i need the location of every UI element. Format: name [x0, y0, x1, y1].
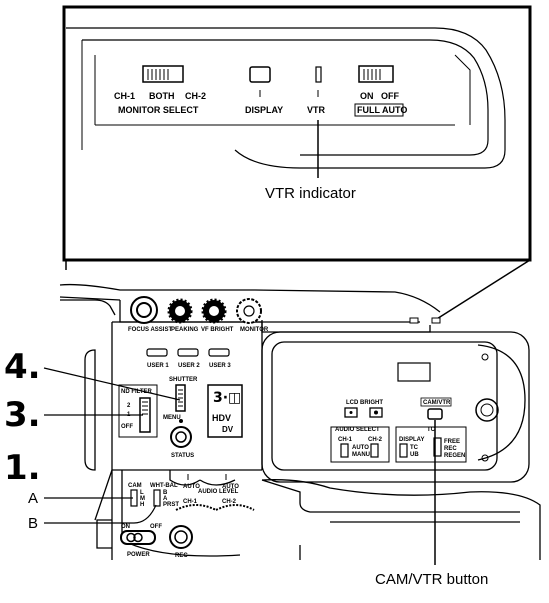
hdv-text: HDV	[212, 413, 231, 423]
display-label: DISPLAY	[245, 105, 283, 115]
label-b: B	[28, 515, 38, 532]
tc-display-label: DISPLAY	[399, 437, 424, 443]
user3-label: USER 3	[209, 363, 231, 369]
cam-vtr-callout: CAM/VTR button	[375, 571, 488, 588]
camera-body	[60, 285, 540, 560]
full-auto-label: FULL AUTO	[357, 105, 407, 115]
rec-label: REC	[175, 553, 188, 559]
user2-button[interactable]	[178, 349, 198, 356]
tc-rec: REC	[444, 446, 457, 452]
monitor-label: MONITOR	[240, 327, 269, 333]
display-button[interactable]	[250, 67, 270, 82]
tc-tc: TC	[410, 445, 419, 451]
user1-button[interactable]	[147, 349, 167, 356]
vtr-label: VTR	[307, 105, 326, 115]
audio-select-manu: MANU	[352, 452, 370, 458]
monitor-select-label: MONITOR SELECT	[118, 105, 199, 115]
audio-ch1: CH-1	[183, 499, 198, 505]
tc-display-switch[interactable]	[400, 444, 407, 457]
audio-select-auto: AUTO	[352, 445, 369, 451]
user2-label: USER 2	[178, 363, 200, 369]
step-1-label: 1.	[4, 448, 41, 488]
tc-free: FREE	[444, 439, 460, 445]
nd-2-label: 2	[127, 403, 131, 409]
audio-level-label: AUDIO LEVEL	[198, 489, 239, 495]
user-buttons	[147, 349, 229, 356]
power-off-label: OFF	[150, 524, 162, 530]
audio-select-ch1-switch[interactable]	[341, 444, 348, 457]
callouts: 4. 3. 1. A B CAM/VTR button	[4, 347, 488, 588]
peaking-label: PEAKING	[171, 327, 199, 333]
dv-text: DV	[222, 425, 234, 434]
wb-prst: PRST	[163, 502, 179, 508]
lcd-bright-label: LCD BRIGHT	[346, 400, 383, 406]
full-auto-off: OFF	[381, 91, 399, 101]
power-on-label: ON	[121, 524, 130, 530]
cam-vtr-label: CAM/VTR	[423, 400, 451, 406]
nd-off-label: OFF	[121, 424, 133, 430]
wht-bal-switch[interactable]	[154, 490, 160, 506]
audio-dial-ch1[interactable]	[176, 505, 216, 510]
gain-h: H	[140, 502, 144, 508]
audio-select-ch2: CH-2	[368, 437, 383, 443]
vf-bright-label: VF BRIGHT	[201, 327, 234, 333]
user3-button[interactable]	[209, 349, 229, 356]
lcd-slot	[398, 363, 430, 381]
power-label: POWER	[127, 552, 150, 558]
audio-select-ch1: CH-1	[338, 437, 353, 443]
focus-assist-label: FOCUS ASSIST	[128, 327, 172, 333]
monitor-position-both: BOTH	[149, 91, 175, 101]
user1-label: USER 1	[147, 363, 169, 369]
top-controls: FOCUS ASSIST PEAKING VF BRIGHT MONITOR	[128, 297, 269, 333]
shutter-label: SHUTTER	[169, 377, 198, 383]
audio-dial-ch2[interactable]	[216, 505, 254, 510]
monitor-select-switch[interactable]	[143, 66, 183, 82]
full-auto-on: ON	[360, 91, 374, 101]
status-label: STATUS	[171, 453, 194, 459]
step-4-label: 4.	[4, 347, 41, 387]
step-3-label: 3.	[4, 395, 41, 435]
tc-regen: REGEN	[444, 453, 465, 459]
wht-bal-label: WHT-BAL	[150, 483, 178, 489]
audio-select-ch2-switch[interactable]	[371, 444, 378, 457]
monitor-position-ch2: CH-2	[185, 91, 206, 101]
label-a: A	[28, 490, 38, 507]
menu-label: MENU	[163, 415, 181, 421]
vtr-indicator-lamp	[316, 67, 321, 82]
monitor-position-ch1: CH-1	[114, 91, 135, 101]
cam-vtr-button[interactable]	[428, 409, 442, 419]
audio-select-label: AUDIO SELECT	[335, 427, 380, 433]
hdv-mark: 3·◫	[213, 390, 241, 406]
cam-label: CAM	[128, 483, 142, 489]
tc-ub: UB	[410, 452, 419, 458]
inset-panel: CH-1 BOTH CH-2 MONITOR SELECT DISPLAY VT…	[64, 7, 530, 260]
vtr-indicator-callout: VTR indicator	[265, 185, 356, 202]
